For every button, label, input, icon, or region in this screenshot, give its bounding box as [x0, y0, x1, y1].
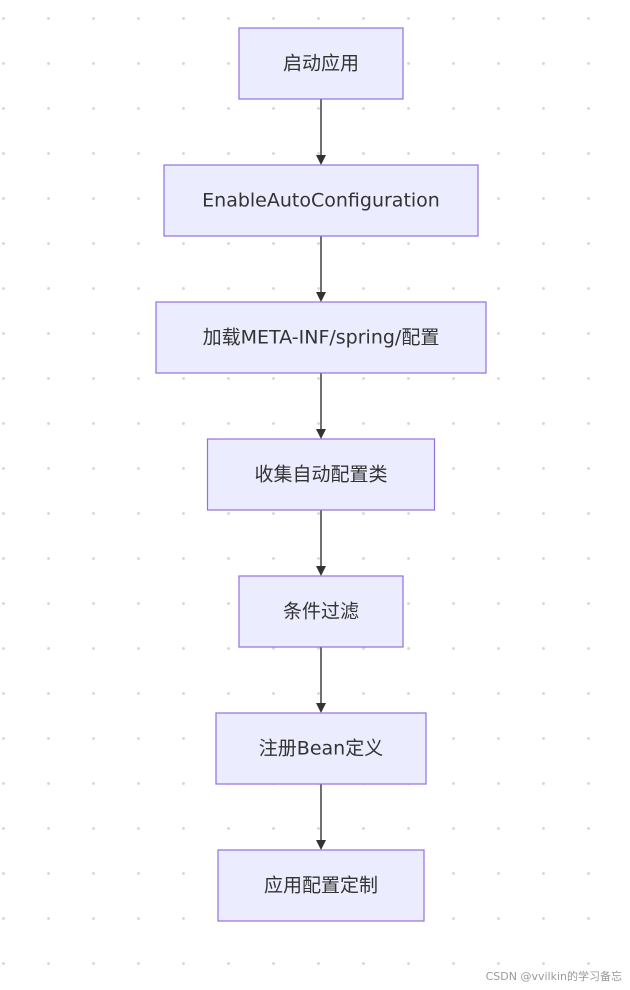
flow-node-label: 加载META-INF/spring/配置	[203, 327, 440, 349]
flow-arrow-5	[316, 647, 326, 713]
arrow-head-icon	[316, 292, 326, 302]
flow-node-label: 应用配置定制	[264, 875, 378, 897]
flow-node-4: 收集自动配置类	[206, 438, 436, 511]
flow-node-2: EnableAutoConfiguration	[163, 164, 479, 237]
flow-node-box	[238, 575, 404, 648]
flow-node-label: 注册Bean定义	[259, 738, 383, 760]
flow-arrow-2	[316, 236, 326, 302]
flow-node-box	[155, 301, 487, 374]
flow-arrow-3	[316, 373, 326, 439]
flow-node-box	[215, 712, 427, 785]
flow-node-box	[206, 438, 436, 511]
flow-node-box	[163, 164, 479, 237]
flow-node-5: 条件过滤	[238, 575, 404, 648]
flow-arrow-4	[316, 510, 326, 576]
flow-node-box	[238, 27, 404, 100]
arrow-head-icon	[316, 155, 326, 165]
flow-node-label: 条件过滤	[283, 601, 359, 623]
flow-arrow-6	[316, 784, 326, 850]
nodes: 启动应用 EnableAutoConfiguration 加载META-INF/sp…	[155, 27, 487, 922]
arrow-head-icon	[316, 429, 326, 439]
edges	[316, 99, 326, 850]
flow-node-label: 收集自动配置类	[254, 464, 387, 486]
flow-node-box	[217, 849, 425, 922]
flow-node-1: 启动应用	[238, 27, 404, 100]
flow-node-label: 启动应用	[283, 53, 359, 75]
flow-arrow-1	[316, 99, 326, 165]
arrow-head-icon	[316, 703, 326, 713]
arrow-head-icon	[316, 840, 326, 850]
flow-node-7: 应用配置定制	[217, 849, 425, 922]
flow-node-6: 注册Bean定义	[215, 712, 427, 785]
watermark: CSDN @vvilkin的学习备忘	[485, 970, 622, 983]
arrow-head-icon	[316, 566, 326, 576]
flow-node-3: 加载META-INF/spring/配置	[155, 301, 487, 374]
flow-node-label: EnableAutoConfiguration	[202, 190, 440, 212]
